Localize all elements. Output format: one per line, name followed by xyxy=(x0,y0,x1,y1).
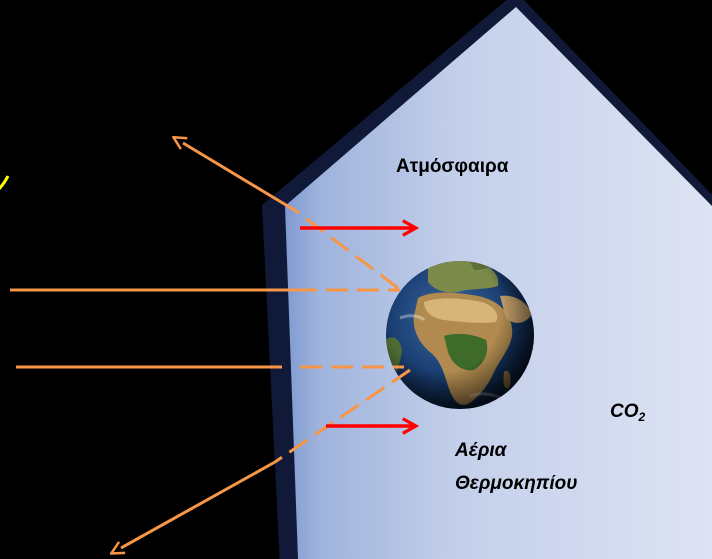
co2-label-subscript: 2 xyxy=(638,410,646,424)
co2-label: CO2 xyxy=(610,402,645,423)
sun-icon xyxy=(0,175,10,191)
greenhouse-gases-label-line2: Θερμοκηπίου xyxy=(455,473,578,494)
earth-globe-icon xyxy=(386,261,534,409)
reflected-ray-lower xyxy=(121,368,411,548)
atmosphere-label: Ατμόσφαιρα xyxy=(396,156,509,177)
reflected-ray-upper xyxy=(183,143,399,290)
co2-label-main: CO xyxy=(610,401,639,422)
greenhouse-gases-label-line1: Αέρια xyxy=(455,440,507,461)
